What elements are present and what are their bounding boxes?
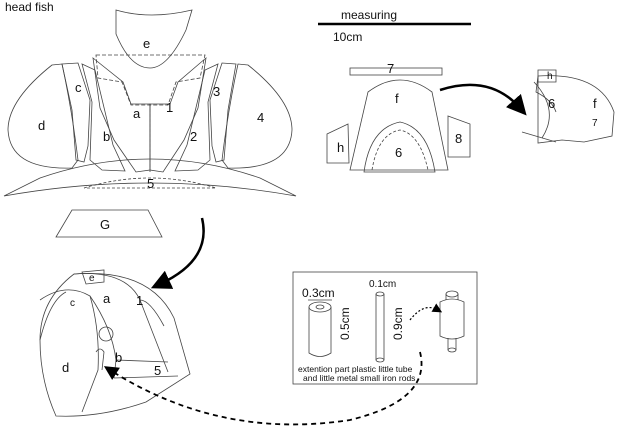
label-g: G [100, 217, 110, 232]
piece-g-outline [55, 209, 163, 238]
assembled-head-labels: e a 1 c d b 5 [62, 273, 161, 378]
label-a: a [133, 106, 141, 121]
parts-note-line1: extention part plastic little tube [298, 364, 413, 374]
label-8: 8 [455, 131, 462, 146]
piece-6-outline [363, 121, 436, 173]
piece-4-outline [221, 63, 293, 169]
piece-1-outline [149, 56, 207, 173]
parts-note-line2: and little metal small iron rods [303, 373, 415, 383]
plastic-tube [308, 299, 332, 357]
head-outline [39, 272, 191, 417]
label-1: 1 [166, 100, 173, 115]
piece-3-outline [209, 62, 237, 163]
parts-box: 0.3cm 0.5cm 0.1cm 0.9cm extention part p… [292, 271, 478, 385]
scale-label: measuring [341, 8, 397, 22]
tube-length: 0.5cm [338, 307, 352, 340]
piece-7-outline [349, 67, 443, 76]
asm-label-h: h [547, 71, 553, 82]
top-right-labels: 7 f 6 h 8 [337, 61, 462, 160]
arrow-to-assembly [439, 83, 527, 116]
asm-label-f: f [593, 96, 597, 111]
label-4: 4 [257, 110, 264, 125]
label-3: 3 [213, 84, 220, 99]
piece-c-outline [61, 62, 91, 163]
head-label-d: d [62, 360, 69, 375]
label-h: h [337, 140, 344, 155]
piece-a-outline [92, 57, 151, 173]
scale-length: 10cm [333, 30, 362, 44]
rod-length: 0.9cm [391, 307, 405, 340]
piece-f-outline [349, 79, 449, 171]
rod-diameter: 0.1cm [369, 279, 396, 290]
head-label-c: c [70, 298, 75, 309]
label-5: 5 [147, 176, 154, 191]
assembled-part [439, 290, 465, 353]
asm-label-7: 7 [592, 118, 598, 129]
label-e: e [143, 36, 150, 51]
piece-d-outline [7, 63, 79, 169]
iron-rod [375, 291, 385, 363]
head-label-e: e [89, 273, 95, 284]
flat-pattern [3, 9, 297, 238]
label-d: d [38, 118, 45, 133]
piece-5-outline [3, 158, 297, 197]
asm-label-6: 6 [548, 96, 555, 111]
label-7: 7 [387, 61, 394, 76]
piece-h-outline [326, 123, 350, 164]
head-label-1: 1 [136, 293, 143, 308]
label-f: f [395, 91, 399, 106]
label-2: 2 [190, 129, 197, 144]
piece-e-outline [115, 9, 193, 69]
top-right-pieces [326, 67, 471, 173]
arrow-to-head [150, 217, 205, 289]
head-label-a: a [103, 291, 111, 306]
assembled-head [39, 269, 191, 417]
label-6: 6 [395, 145, 402, 160]
tube-diameter: 0.3cm [302, 286, 335, 300]
assembled-f6 [521, 69, 615, 144]
label-b: b [103, 129, 110, 144]
flat-pattern-labels: e a 1 c b d 3 2 4 5 G [38, 36, 264, 232]
diagram-title: head fish [5, 0, 54, 14]
piece-2-outline [174, 63, 219, 172]
label-c: c [75, 80, 82, 95]
scale-bar: measuring 10cm [318, 8, 471, 44]
head-label-5: 5 [154, 363, 161, 378]
piece-8-outline [447, 115, 471, 158]
head-label-b: b [115, 350, 122, 365]
assembled-f6-labels: h 6 f 7 [547, 71, 598, 129]
piece-b-outline [81, 63, 126, 172]
piece-a-collar [95, 54, 206, 106]
